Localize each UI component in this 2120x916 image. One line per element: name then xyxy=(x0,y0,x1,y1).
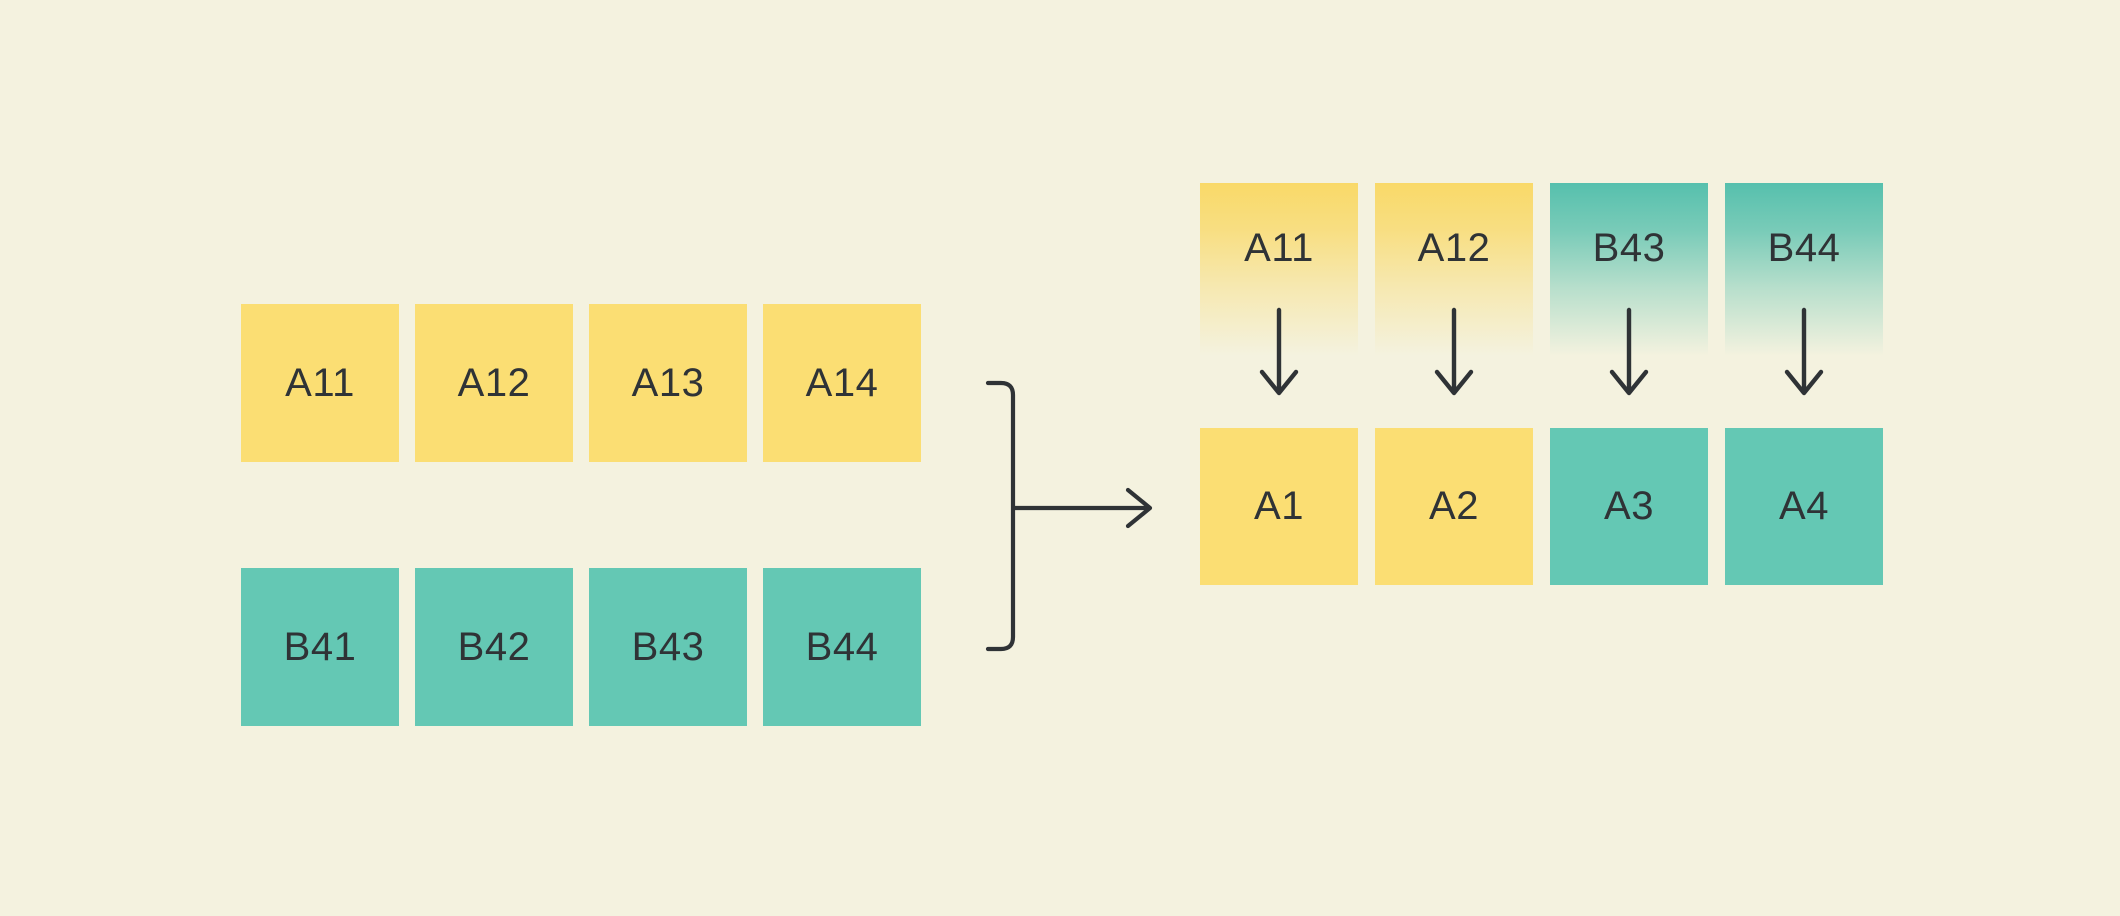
right-result-block-a3-label: A3 xyxy=(1604,484,1654,528)
left-block-a14: A14 xyxy=(763,304,921,462)
left-block-b44-label: B44 xyxy=(805,624,879,669)
merge-bracket-icon xyxy=(985,380,1153,652)
left-block-b41: B41 xyxy=(241,568,399,726)
right-source-block-a11: A11 xyxy=(1200,183,1358,365)
right-source-block-b44-label: B44 xyxy=(1767,226,1841,270)
left-block-a14-label: A14 xyxy=(805,360,879,405)
left-block-a13: A13 xyxy=(589,304,747,462)
left-block-a12-label: A12 xyxy=(457,360,531,405)
left-block-b41-label: B41 xyxy=(283,624,357,669)
arrow-down-icon xyxy=(1259,307,1299,396)
right-source-block-a11-label: A11 xyxy=(1244,226,1314,270)
left-block-b44: B44 xyxy=(763,568,921,726)
arrow-down-icon xyxy=(1784,307,1824,396)
right-result-block-a4-label: A4 xyxy=(1779,484,1829,528)
right-result-block-a1: A1 xyxy=(1200,428,1358,585)
arrow-down-icon xyxy=(1434,307,1474,396)
left-block-b43: B43 xyxy=(589,568,747,726)
right-result-block-a2: A2 xyxy=(1375,428,1533,585)
left-block-a12: A12 xyxy=(415,304,573,462)
left-block-b43-label: B43 xyxy=(631,624,705,669)
arrow-down-icon xyxy=(1609,307,1649,396)
right-result-block-a1-label: A1 xyxy=(1254,484,1304,528)
right-result-block-a4: A4 xyxy=(1725,428,1883,585)
right-source-block-a12-label: A12 xyxy=(1417,226,1491,270)
left-block-b42-label: B42 xyxy=(457,624,531,669)
right-result-block-a3: A3 xyxy=(1550,428,1708,585)
left-block-a13-label: A13 xyxy=(631,360,705,405)
right-result-block-a2-label: A2 xyxy=(1429,484,1479,528)
left-block-a11: A11 xyxy=(241,304,399,462)
left-block-a11-label: A11 xyxy=(285,360,355,405)
right-source-block-b43-label: B43 xyxy=(1592,226,1666,270)
left-block-b42: B42 xyxy=(415,568,573,726)
